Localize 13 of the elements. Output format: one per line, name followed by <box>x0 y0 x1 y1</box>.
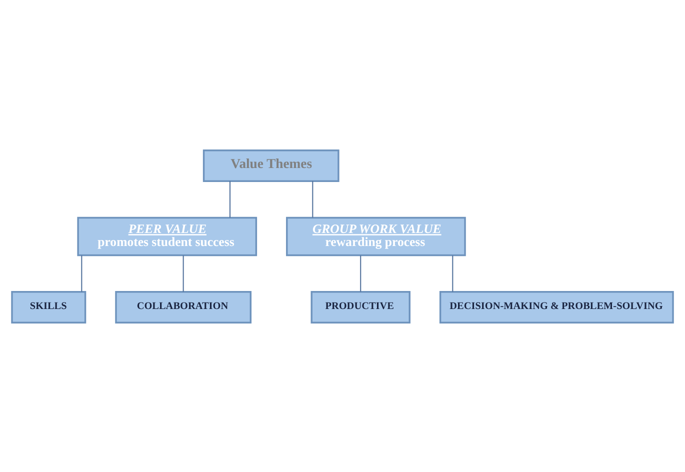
node-box: Value Themes <box>202 149 340 182</box>
connector <box>229 180 230 218</box>
node-box: DECISION-MAKING & PROBLEM-SOLVING <box>439 290 674 323</box>
connector <box>182 254 184 292</box>
node-box: SKILLS <box>11 290 86 323</box>
connector <box>81 254 82 292</box>
node-box: PEER VALUE promotes student success <box>77 216 258 256</box>
connector <box>312 180 314 218</box>
node-box: GROUP WORK VALUE rewarding process <box>286 216 466 256</box>
node-box: PRODUCTIVE <box>310 290 410 323</box>
connector <box>452 254 454 292</box>
node-box: COLLABORATION <box>115 290 252 323</box>
connector <box>360 254 362 292</box>
